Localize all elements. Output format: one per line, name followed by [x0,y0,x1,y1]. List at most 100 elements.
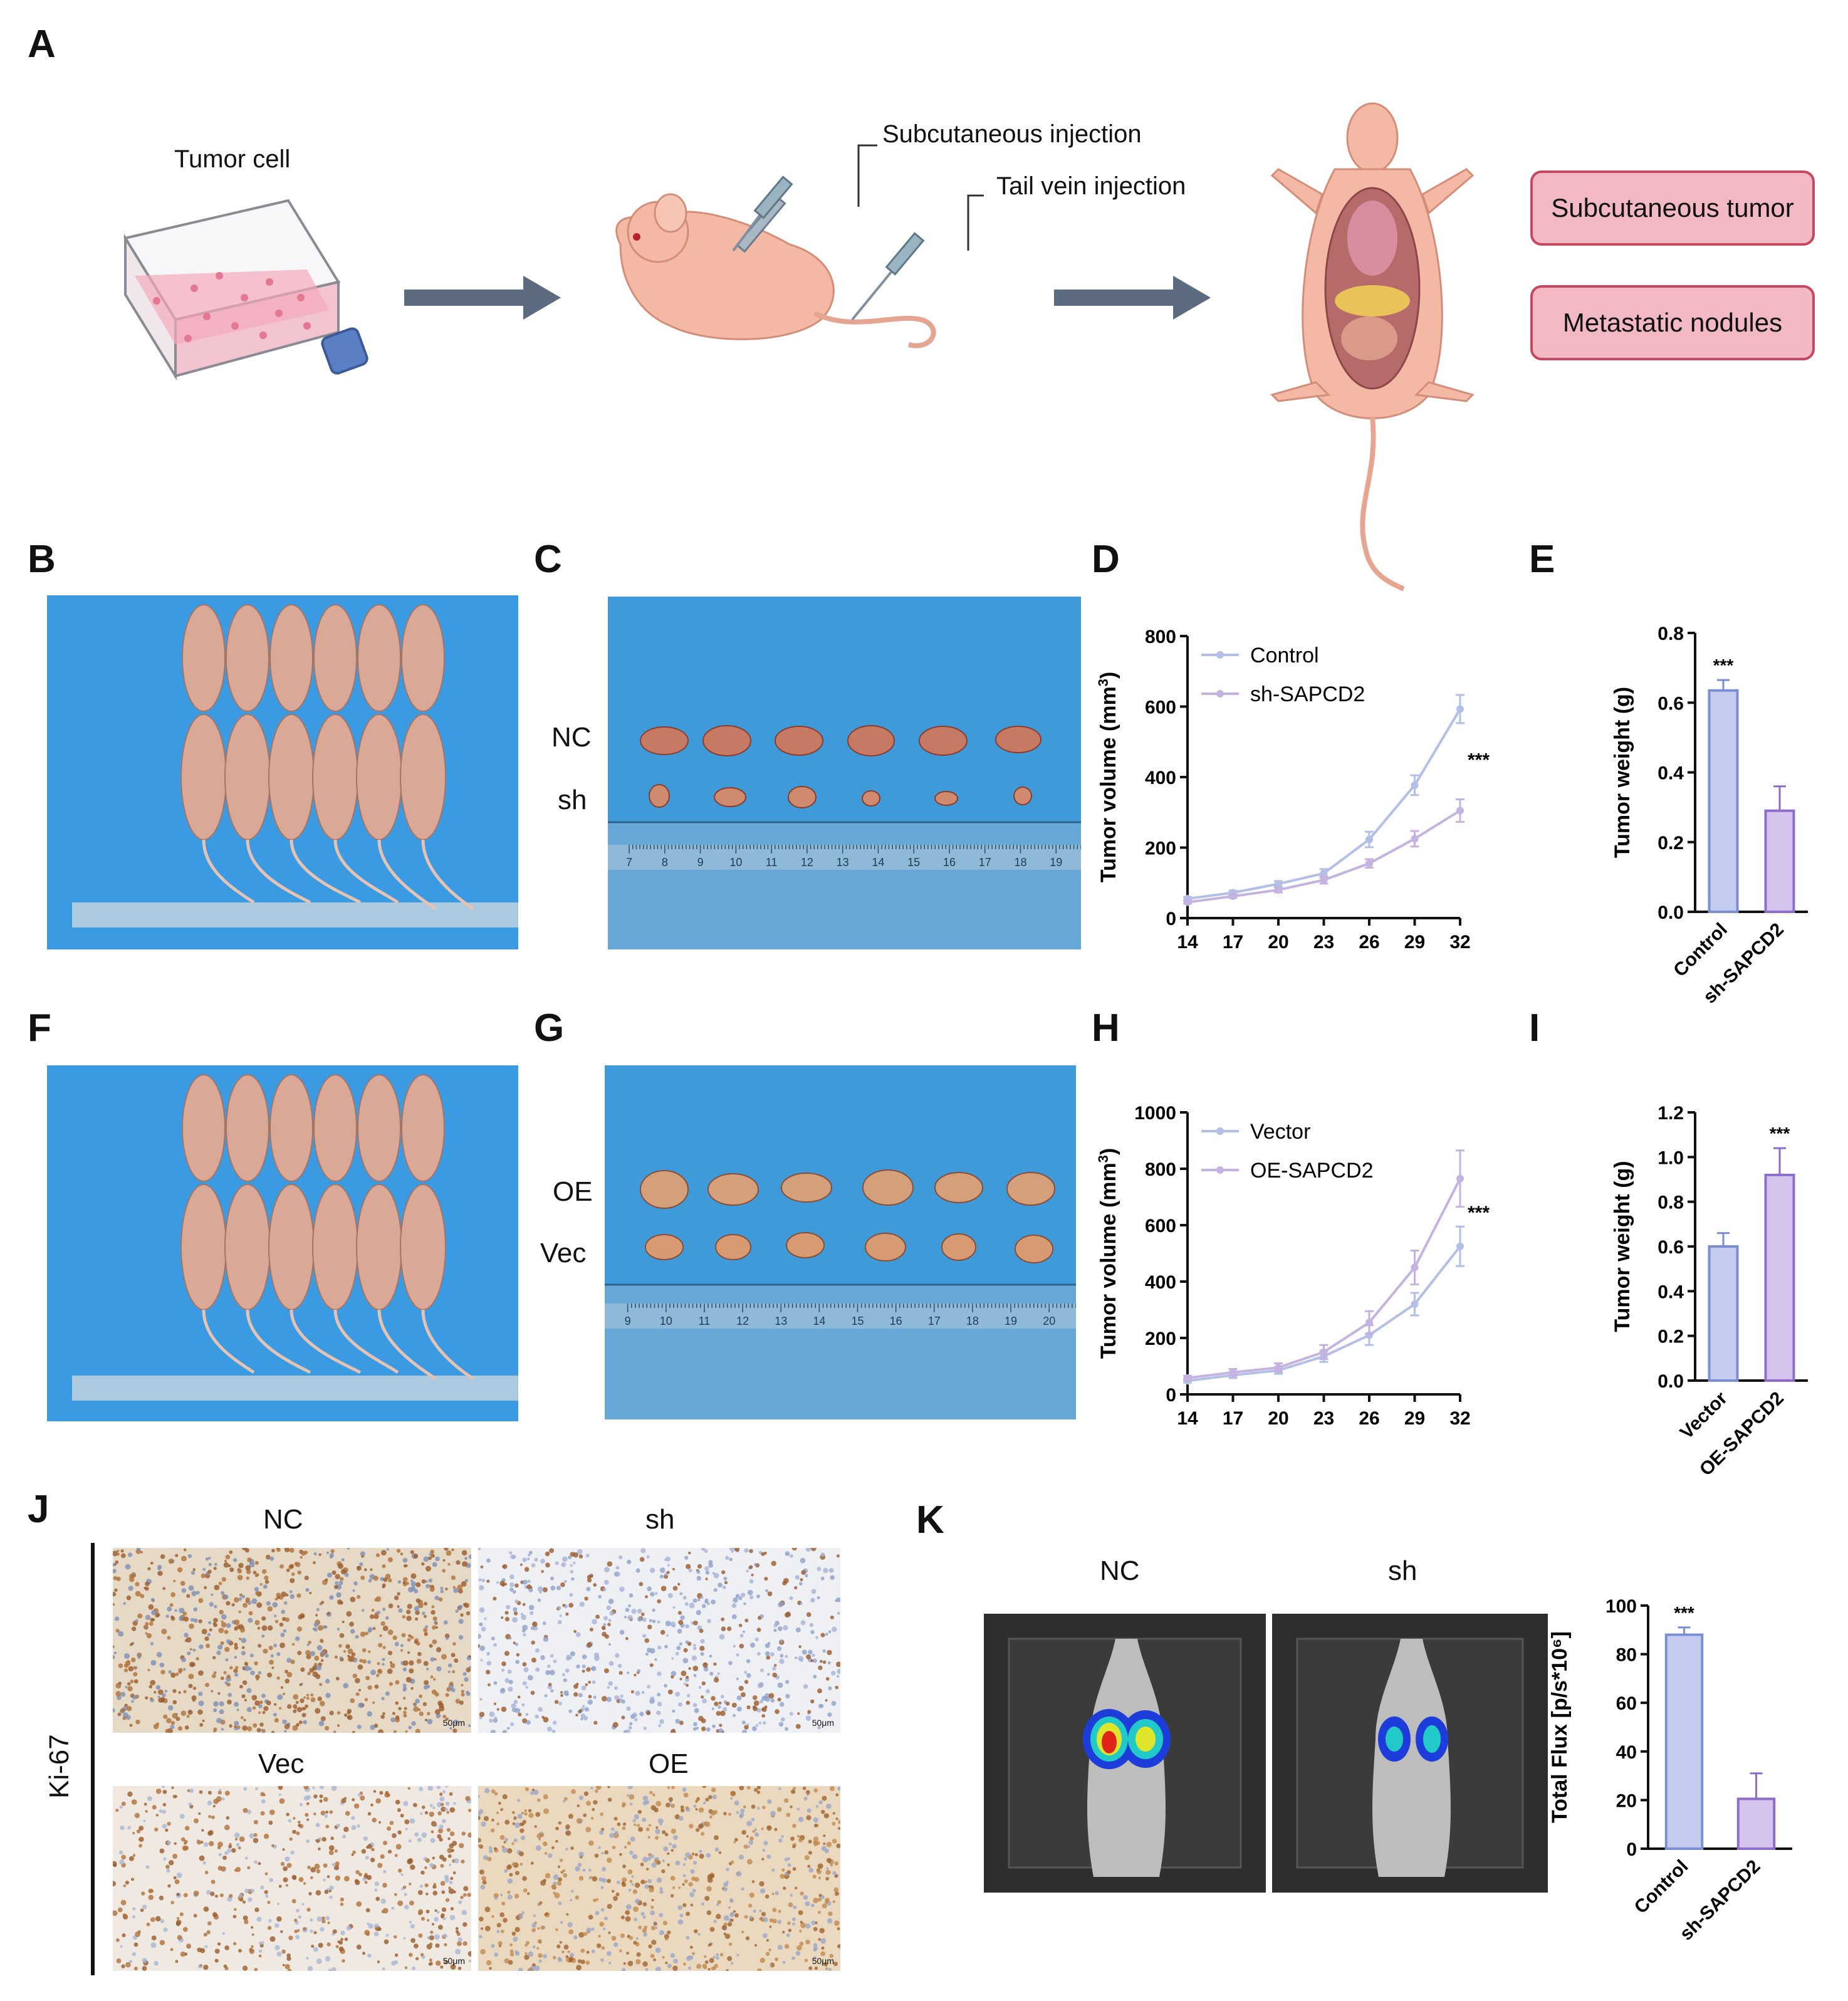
ihc-nucleus [568,1602,574,1608]
ihc-nucleus [575,1632,581,1638]
ihc-nucleus [318,1553,321,1556]
ihc-nucleus [518,1968,523,1971]
ihc-nucleus [321,1916,325,1920]
ihc-nucleus [800,1920,803,1924]
ihc-nucleus [513,1936,518,1942]
ihc-nucleus [124,1653,130,1659]
ihc-nucleus [550,1689,554,1693]
ihc-nucleus [790,1836,795,1841]
ihc-nucleus [360,1551,365,1557]
ihc-nucleus [655,1836,659,1840]
tumor-cell-label: Tumor cell [174,145,291,173]
ihc-nucleus [132,1952,136,1957]
ihc-nucleus [582,1868,586,1872]
ihc-nucleus [233,1597,239,1603]
ihc-nucleus [787,1921,791,1925]
x-tick-label: 23 [1313,1408,1334,1429]
ihc-nucleus [335,1580,339,1585]
ihc-nucleus [499,1580,505,1586]
ihc-nucleus [377,1669,383,1674]
ihc-nucleus [624,1616,627,1619]
ihc-nucleus [328,1850,334,1856]
ihc-nucleus [525,1713,529,1716]
ihc-nucleus [213,1799,219,1804]
ihc-nucleus [652,1608,655,1612]
ihc-nucleus [563,1800,566,1803]
ihc-nucleus [711,1707,714,1710]
ihc-nucleus [525,1941,530,1945]
ihc-nucleus [436,1647,442,1653]
ihc-nucleus [447,1663,452,1668]
ihc-nucleus [186,1715,190,1718]
ihc-nucleus [269,1809,275,1816]
ihc-nucleus [159,1940,165,1946]
ihc-nucleus [521,1703,525,1707]
ihc-nucleus [570,1552,575,1557]
ihc-nucleus [117,1907,123,1913]
ihc-nucleus [568,1709,573,1713]
ihc-nucleus [295,1706,298,1710]
ihc-nucleus [679,1592,683,1596]
ihc-nucleus [246,1688,252,1693]
ihc-nucleus [426,1668,429,1671]
ihc-nucleus [321,1837,326,1842]
ruler-label: 9 [625,1315,631,1327]
ihc-nucleus [410,1573,417,1579]
ihc-nucleus [320,1638,324,1643]
ihc-nucleus [234,1619,240,1626]
ihc-nucleus [282,1719,287,1725]
ihc-nucleus [295,1636,300,1641]
legend-label: OE-SAPCD2 [1250,1159,1374,1183]
ihc-nucleus [315,1839,320,1843]
ihc-nucleus [122,1712,128,1718]
ihc-nucleus [136,1548,141,1552]
ruler-label: 7 [626,856,632,869]
ihc-nucleus [741,1887,744,1891]
ihc-nucleus [545,1562,550,1568]
ihc-image-sh: 50μm [478,1548,840,1733]
ihc-nucleus [791,1922,795,1926]
ihc-nucleus [173,1876,177,1879]
ihc-nucleus [723,1932,726,1936]
ihc-nucleus [698,1807,704,1813]
ihc-nucleus [310,1693,314,1697]
ihc-nucleus [562,1604,566,1607]
ihc-nucleus [818,1800,823,1805]
ihc-nucleus [646,1555,650,1559]
ihc-nucleus [274,1703,277,1706]
ihc-nucleus [531,1788,535,1792]
ihc-nucleus [499,1912,505,1918]
ihc-nucleus [782,1961,786,1964]
ihc-nucleus [717,1900,721,1904]
ihc-nucleus [220,1676,224,1680]
ihc-image-vec: 50μm [113,1786,471,1971]
ihc-side-bar [91,1543,95,1975]
ihc-nucleus [213,1617,218,1623]
ihc-nucleus [666,1634,669,1637]
ihc-nucleus [170,1592,176,1597]
ihc-nucleus [432,1806,436,1810]
ihc-nucleus [514,1893,519,1899]
ihc-nucleus [259,1722,264,1727]
ihc-nucleus [227,1848,232,1853]
ihc-nucleus [279,1564,285,1569]
ihc-nucleus [402,1683,407,1688]
ihc-nucleus [190,1617,195,1622]
ihc-nucleus [407,1651,410,1654]
ihc-nucleus [249,1653,254,1658]
ihc-nucleus [416,1658,422,1664]
ihc-nucleus [753,1700,760,1706]
ihc-nucleus [588,1840,594,1846]
ihc-nucleus [767,1673,770,1676]
ihc-nucleus [486,1558,491,1563]
ihc-nucleus [695,1800,698,1803]
y-tick-label: 0.2 [1657,1327,1684,1347]
ihc-nucleus [528,1809,532,1813]
ihc-nucleus [813,1926,818,1931]
ihc-nucleus [835,1661,840,1668]
ihc-nucleus [711,1599,716,1605]
ihc-nucleus [145,1865,150,1869]
ihc-nucleus [217,1841,223,1847]
ihc-nucleus [820,1633,825,1638]
